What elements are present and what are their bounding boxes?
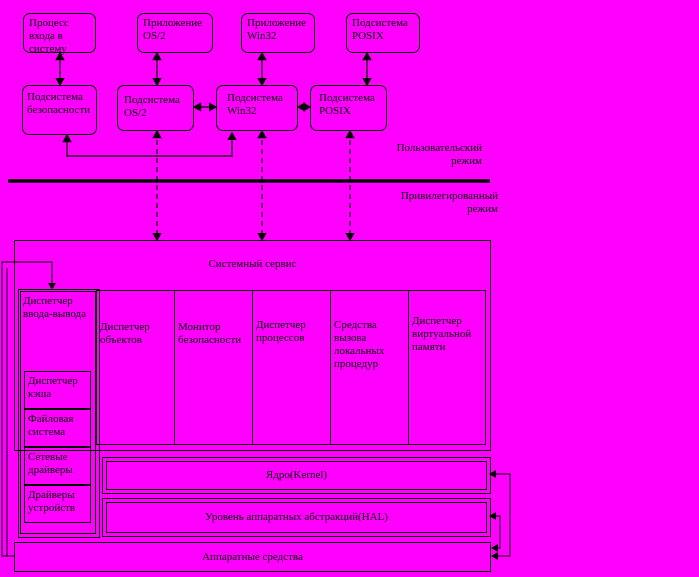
link-kernel-hw [489, 470, 511, 560]
logon-process-box: Процесс входа в систему [23, 13, 96, 55]
os2-application-box: Приложение OS/2 [137, 13, 213, 53]
device-drivers-box: Драйверы устройств [24, 485, 91, 523]
cache-manager-box: Диспетчер кэша [24, 371, 91, 409]
kernel-box: Ядро(Kernel) [102, 457, 491, 494]
file-system-box: Файловая система [24, 409, 91, 447]
posix-subsystem-label: Подсистема POSIX [319, 92, 375, 117]
os2-subsystem-box: Подсистема OS/2 [117, 85, 194, 131]
io-manager-box [18, 289, 100, 538]
network-drivers-label: Сетевые драйверы [28, 451, 73, 476]
posix-application-label: Подсистема POSIX [352, 17, 408, 42]
win32-subsystem-box: Подсистема Win32 [216, 85, 298, 131]
hardware-box: Аппаратные средства [14, 542, 491, 572]
virtual-memory-manager-box: Диспетчер виртуальной памяти [408, 290, 486, 445]
link-hw-io [1, 261, 56, 557]
link-security-win32 [62, 131, 237, 157]
hardware-label: Аппаратные средства [202, 550, 303, 563]
lpc-facility-label: Средства вызова локальных процедур [334, 319, 385, 370]
cache-manager-label: Диспетчер кэша [28, 375, 78, 400]
link-hal-hw [489, 512, 501, 552]
hal-box: Уровень аппаратных абстракций(HAL) [102, 498, 491, 537]
security-monitor-box: Монитор безопасности [174, 290, 253, 445]
network-drivers-box: Сетевые драйверы [24, 447, 91, 485]
virtual-memory-manager-label: Диспетчер виртуальной памяти [412, 315, 472, 353]
io-manager-label: Диспетчер ввода-вывода [23, 295, 87, 320]
object-manager-box: Диспетчер объектов [96, 290, 175, 445]
kernel-label: Ядро(Kernel) [265, 469, 328, 481]
object-manager-label: Диспетчер объектов [100, 321, 150, 346]
posix-subsystem-box: Подсистема POSIX [310, 85, 387, 131]
hal-label: Уровень аппаратных абстракций(HAL) [205, 511, 388, 523]
os2-application-label: Приложение OS/2 [143, 17, 203, 42]
file-system-label: Файловая система [28, 413, 74, 438]
io-manager-inner: Диспетчер ввода-вывода [20, 291, 96, 534]
user-mode-label: Пользовательский режим [396, 142, 482, 167]
security-subsystem-label: Подсистема безопасности [27, 91, 91, 116]
security-monitor-label: Монитор безопасности [178, 321, 242, 346]
win32-application-box: Приложение Win32 [241, 13, 315, 53]
kernel-mode-label: Привилегированный режим [400, 190, 498, 215]
lpc-facility-box: Средства вызова локальных процедур [330, 290, 409, 445]
win32-subsystem-label: Подсистема Win32 [227, 92, 283, 117]
win32-application-label: Приложение Win32 [247, 17, 307, 42]
process-manager-label: Диспетчер процессов [256, 319, 306, 344]
logon-process-label: Процесс входа в систему [29, 17, 69, 55]
security-subsystem-box: Подсистема безопасности [22, 85, 97, 135]
process-manager-box: Диспетчер процессов [252, 290, 331, 445]
os2-subsystem-label: Подсистема OS/2 [124, 94, 180, 119]
device-drivers-label: Драйверы устройств [28, 489, 76, 514]
executive-title: Системный сервис [208, 258, 297, 270]
posix-application-box: Подсистема POSIX [346, 13, 420, 53]
executive-box: Системный сервис [14, 240, 491, 451]
